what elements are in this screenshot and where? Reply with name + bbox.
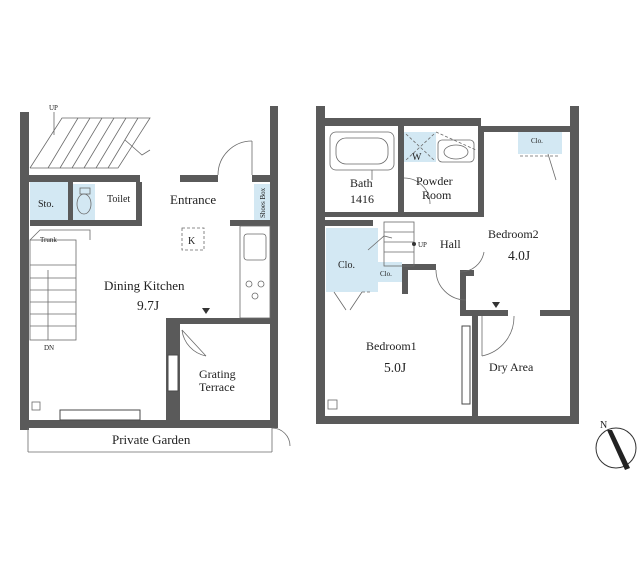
stair-dot-icon: [412, 242, 416, 246]
stair-top: [29, 117, 151, 169]
terrace-window: [167, 354, 179, 392]
washer-label: W: [412, 152, 422, 163]
terrace-label: Terrace: [199, 380, 235, 394]
wall: [68, 182, 73, 224]
dry-area-door: [481, 315, 515, 357]
bedroom2-closet-label: Clo.: [531, 137, 543, 145]
wall: [20, 175, 140, 182]
stair-arrow: [124, 139, 151, 156]
bedroom1-area: 5.0J: [384, 360, 406, 375]
first-floor-plan: UP DN Sto.: [20, 104, 291, 453]
closet-label: Clo.: [338, 260, 355, 271]
burner-icon: [245, 280, 253, 288]
wall: [472, 310, 478, 420]
second-floor-plan: UP Bath 1416 W Powder Room Clo. Bedroom2…: [316, 106, 579, 424]
meter-box-icon: [31, 401, 41, 411]
compass-north-label: N: [600, 420, 607, 431]
dry-area-label: Dry Area: [489, 360, 534, 374]
bathtub: [329, 131, 395, 171]
terrace-door: [181, 329, 207, 357]
storage-fill: [30, 182, 68, 222]
wall: [252, 175, 274, 182]
wall: [406, 264, 436, 270]
wall: [478, 310, 508, 316]
wall: [481, 126, 579, 132]
wall: [398, 126, 404, 212]
wall: [20, 420, 278, 428]
fridge-label: K: [188, 236, 196, 247]
entrance-door: [217, 140, 253, 176]
wall: [460, 270, 466, 310]
wall: [402, 264, 408, 294]
toilet-label: Toilet: [107, 194, 130, 205]
wall: [316, 416, 579, 424]
grating-label: Grating: [199, 367, 236, 381]
wall: [230, 220, 270, 226]
compass: N: [595, 420, 637, 470]
bedroom2-area: 4.0J: [508, 248, 530, 263]
shoes-box-label: Shoes Box: [259, 187, 267, 218]
wall: [460, 270, 474, 276]
bedroom1-door: [435, 269, 467, 301]
wall: [316, 118, 481, 126]
vent-icon: [327, 399, 338, 410]
wall: [325, 212, 403, 217]
compass-needle-icon: [607, 430, 630, 470]
compass-ring: [595, 427, 637, 469]
stair-up-label: UP: [49, 104, 58, 112]
trunk-label: Trunk: [40, 236, 57, 244]
bath-label: Bath: [350, 176, 373, 190]
wall: [540, 310, 576, 316]
wall: [20, 112, 29, 430]
entry-arrow-icon: [202, 308, 210, 314]
fridge-space: [181, 227, 205, 251]
basin-icon: [437, 139, 475, 163]
closet-fill: [518, 130, 562, 154]
wall: [30, 220, 140, 226]
wall: [402, 212, 484, 217]
wall: [570, 106, 579, 424]
wall: [325, 220, 373, 226]
stair-down-label: DN: [44, 344, 54, 352]
dry-area-arrow-icon: [492, 302, 500, 308]
wall: [180, 318, 270, 324]
bedroom1-window: [461, 325, 471, 405]
dining-kitchen-area: 9.7J: [137, 298, 159, 313]
small-closet-label: Clo.: [380, 270, 392, 278]
sink-icon: [243, 233, 267, 261]
powder-room-label-line2: Room: [422, 188, 452, 202]
wall: [316, 106, 325, 424]
hall-label: Hall: [440, 237, 461, 251]
wall: [136, 182, 142, 226]
bedroom2-label: Bedroom2: [488, 227, 539, 241]
stair-arrow: [367, 235, 393, 251]
powder-room-door: [403, 177, 431, 205]
shoes-box-fill: [254, 184, 270, 220]
burner-icon: [251, 292, 259, 300]
powder-room-label-line1: Powder: [416, 174, 453, 188]
wall: [180, 175, 218, 182]
burner-icon: [257, 280, 265, 288]
private-garden-label: Private Garden: [112, 432, 191, 447]
wall: [270, 106, 278, 428]
closet-fill: [372, 262, 402, 282]
wall: [460, 310, 478, 316]
kitchen-counter: [239, 225, 271, 319]
dining-kitchen-label: Dining Kitchen: [104, 278, 185, 293]
hall-stair-up-label: UP: [418, 241, 427, 249]
washer-fill: [404, 132, 436, 162]
bath-size-label: 1416: [350, 192, 374, 206]
garden-window: [59, 409, 141, 421]
entrance-label: Entrance: [170, 192, 216, 207]
toilet-fill: [73, 184, 95, 220]
wall: [478, 126, 484, 214]
closet-fill: [326, 228, 378, 292]
bedroom1-label: Bedroom1: [366, 339, 417, 353]
storage-label: Sto.: [38, 199, 54, 210]
hall-stair: [383, 221, 415, 267]
